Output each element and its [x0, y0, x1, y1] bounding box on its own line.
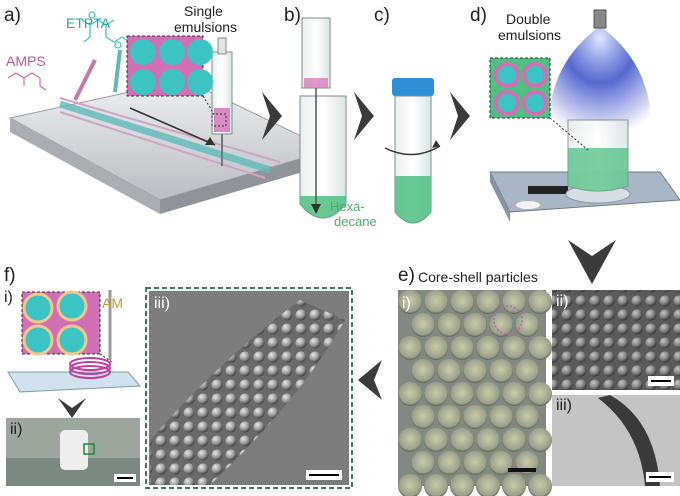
- particle-cell: [450, 428, 474, 452]
- particle-cell: [463, 451, 487, 475]
- particle-cell: [398, 382, 422, 406]
- am-label: AM: [102, 295, 123, 311]
- particle-cell: [476, 428, 500, 452]
- particle-cell: [528, 474, 552, 496]
- particle-cell: [424, 336, 448, 360]
- particle-cell: [502, 336, 526, 360]
- panel-a-letter: a): [4, 5, 21, 26]
- emulsions-label: emulsions: [174, 19, 238, 35]
- particle-cell: [489, 359, 513, 383]
- panel-f-iii-label: iii): [154, 295, 170, 312]
- amps-molecule-sketch: [7, 72, 47, 91]
- uv-lamp-glow: [548, 9, 652, 150]
- particle-cell: [411, 451, 435, 475]
- amps-label: AMPS: [6, 53, 46, 69]
- particle-cell: [528, 336, 552, 360]
- etpta-molecule-sketch: [81, 11, 131, 52]
- particle-cell: [489, 313, 513, 337]
- panel-c-letter: c): [374, 5, 390, 26]
- panel-d-hotplate: [489, 119, 680, 222]
- particle-cell: [528, 290, 552, 314]
- panel-a-syringe: [211, 37, 233, 166]
- particle-cell: [463, 359, 487, 383]
- panel-c-arrow: [354, 92, 374, 140]
- panel-c-tube: [384, 78, 441, 224]
- panel-f-down-arrow: [58, 398, 86, 418]
- single-label: Single: [184, 3, 223, 19]
- particle-cell: [450, 336, 474, 360]
- particle-cell: [476, 290, 500, 314]
- panel-f-ii-photo: [6, 418, 140, 486]
- panel-d-letter: d): [470, 5, 487, 26]
- panel-ef-arrow: [358, 360, 382, 400]
- particle-cell: [450, 382, 474, 406]
- core-shell-caption: Core-shell particles: [418, 269, 538, 285]
- particle-cell: [450, 290, 474, 314]
- particle-cell: [515, 359, 539, 383]
- double-label: Double: [506, 11, 551, 27]
- panel-b-letter: b): [284, 5, 301, 26]
- particle-cell: [502, 382, 526, 406]
- particle-cell: [489, 405, 513, 429]
- particle-cell: [437, 359, 461, 383]
- hexadecane-label-2: decane: [334, 214, 377, 229]
- particle-cell: [424, 474, 448, 496]
- particle-cell: [502, 474, 526, 496]
- particle-cell: [411, 359, 435, 383]
- panel-b-arrow: [262, 92, 282, 140]
- panel-f-iii-sem: [145, 287, 353, 489]
- panel-e-iii-label: iii): [556, 397, 572, 414]
- particle-cell: [502, 290, 526, 314]
- particle-cell: [424, 290, 448, 314]
- panel-e-ii-sem: [552, 290, 680, 390]
- particle-cell: [476, 474, 500, 496]
- panel-f-i-printing: [7, 290, 142, 393]
- particle-cell: [398, 290, 422, 314]
- panel-e-i-label: i): [402, 295, 411, 312]
- panel-de-arrow: [568, 240, 616, 284]
- panel-b-tube: [299, 17, 347, 219]
- particle-cell: [476, 382, 500, 406]
- double-emulsion-inset: [489, 57, 589, 151]
- panel-f-ii-label: ii): [10, 421, 23, 438]
- double-emulsions-label: emulsions: [498, 27, 562, 43]
- particle-cell: [515, 405, 539, 429]
- particle-cell: [411, 313, 435, 337]
- particle-cell: [515, 313, 539, 337]
- particle-cell: [476, 336, 500, 360]
- panel-f-i-label: i): [4, 289, 13, 306]
- particle-cell: [424, 428, 448, 452]
- particle-cell: [411, 405, 435, 429]
- particle-cell: [489, 451, 513, 475]
- panel-e-iii-sem-shell: [552, 395, 680, 486]
- particle-cell: [437, 405, 461, 429]
- panel-e-ii-label: ii): [556, 293, 569, 310]
- particle-cell: [463, 313, 487, 337]
- particle-cell: [463, 405, 487, 429]
- particle-cell: [398, 336, 422, 360]
- panel-e-i-microscopy: [398, 290, 552, 496]
- particle-cell: [528, 382, 552, 406]
- particle-cell: [398, 428, 422, 452]
- single-emulsion-inset: [126, 35, 215, 115]
- particle-cell: [528, 428, 552, 452]
- etpta-label: ETPTA: [66, 15, 111, 31]
- particle-cell: [437, 313, 461, 337]
- panel-e-letter: e): [398, 265, 415, 286]
- panel-d-arrow: [450, 92, 470, 140]
- particle-cell: [398, 474, 422, 496]
- panel-f-letter: f): [4, 265, 16, 286]
- particle-cell: [424, 382, 448, 406]
- hexadecane-label-1: Hexa-: [330, 199, 365, 214]
- particle-cell: [437, 451, 461, 475]
- particle-cell: [502, 428, 526, 452]
- panel-a-chip: [8, 49, 332, 214]
- particle-cell: [450, 474, 474, 496]
